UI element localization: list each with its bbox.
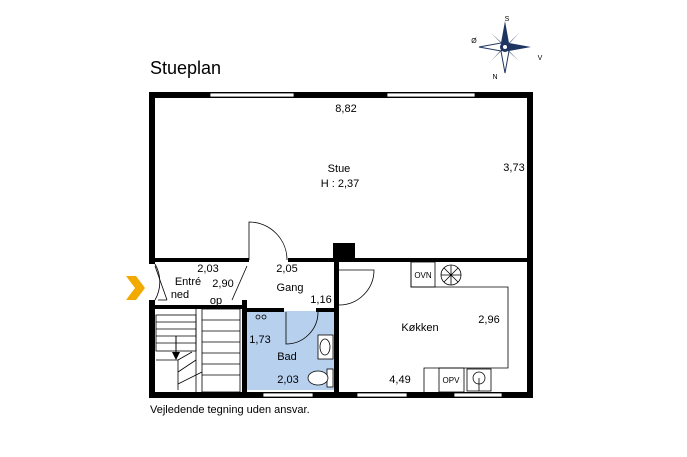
doors [154,221,375,345]
gang-width: 2,05 [276,263,297,275]
shower-icon [255,314,267,320]
bad-width: 2,03 [277,374,298,386]
entrance-arrow-icon [126,276,145,300]
compass-north: N [492,74,497,81]
compass-west: V [538,55,543,62]
compass-rose-icon [478,21,531,74]
bad-depth: 1,73 [249,334,270,346]
stue-width: 8,82 [335,103,356,115]
windows [209,92,503,398]
stairs-down-label: ned [171,289,189,301]
toilet-icon [307,368,334,388]
kitchen-counter [410,261,509,393]
kokken-depth: 2,96 [478,314,499,326]
compass-east: Ø [471,38,477,45]
gang-depth: 1,16 [310,294,331,306]
oven-hob-icon [440,264,462,286]
stue-depth: 3,73 [503,162,524,174]
interior-walls [149,243,533,398]
entre-width: 2,03 [197,263,218,275]
staircase [155,308,241,393]
dishwasher-label: OPV [443,376,461,385]
gang-name: Gang [277,282,304,294]
stue-name: Stue [328,163,351,175]
stairs-up-label: op [210,295,222,307]
entre-name: Entré [175,276,201,288]
compass-south: S [505,16,510,23]
kokken-name: Køkken [401,322,438,334]
washbasin-icon [317,334,334,360]
bad-name: Bad [277,351,297,363]
stue-height: H : 2,37 [321,178,360,190]
plan-title: Stueplan [150,58,222,78]
entre-depth: 2,90 [212,278,233,290]
outer-walls [149,92,533,398]
stair-arrow-head [172,352,180,360]
kokken-width: 4,49 [389,374,410,386]
disclaimer-note: Vejledende tegning uden ansvar. [150,404,310,416]
sink-icon [466,368,492,392]
oven-label: OVN [414,271,432,280]
